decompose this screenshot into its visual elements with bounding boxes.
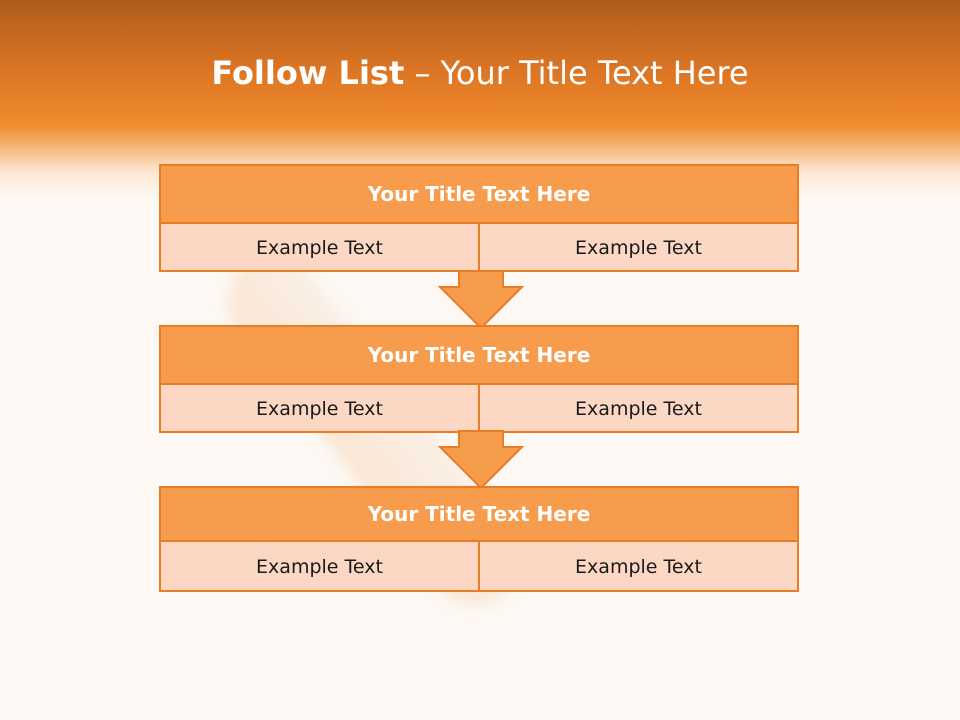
step-row: Example Text Example Text [161, 224, 797, 272]
step-title: Your Title Text Here [161, 166, 797, 224]
step-left-text: Example Text [256, 398, 383, 420]
step-right-text: Example Text [478, 385, 797, 433]
step-right-text: Example Text [478, 224, 797, 272]
slide-title: Follow List – Your Title Text Here [0, 54, 960, 92]
step-title: Your Title Text Here [161, 327, 797, 385]
step-left-text: Example Text [256, 237, 383, 259]
slide-title-rest: – Your Title Text Here [404, 54, 749, 92]
step-title: Your Title Text Here [161, 488, 797, 542]
step-box-3: Your Title Text Here Example Text Exampl… [159, 486, 799, 592]
step-box-2: Your Title Text Here Example Text Exampl… [159, 325, 799, 433]
down-arrow-icon [438, 430, 524, 490]
step-left-text: Example Text [256, 556, 383, 578]
down-arrow-icon [438, 270, 524, 330]
slide-title-bold: Follow List [211, 54, 405, 92]
step-right-text: Example Text [478, 542, 797, 592]
step-box-1: Your Title Text Here Example Text Exampl… [159, 164, 799, 272]
step-row: Example Text Example Text [161, 542, 797, 592]
step-row: Example Text Example Text [161, 385, 797, 433]
